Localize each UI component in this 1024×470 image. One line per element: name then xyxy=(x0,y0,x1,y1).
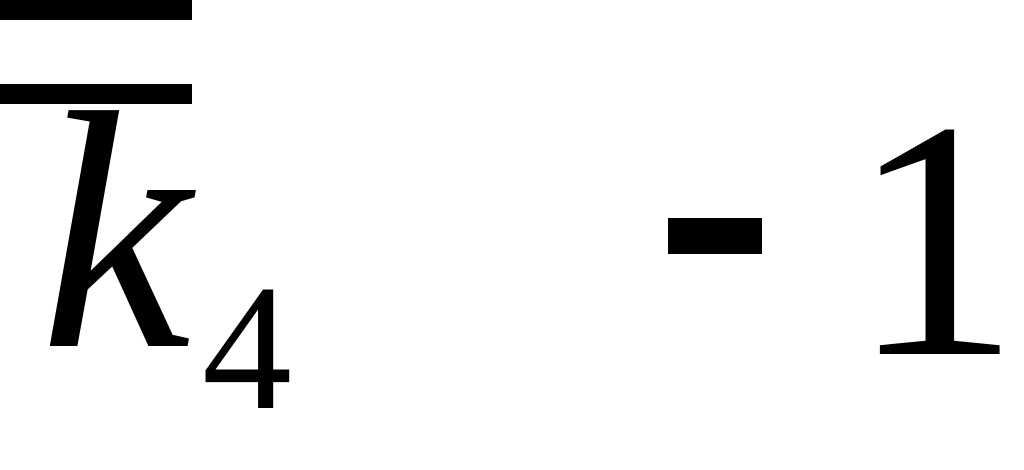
minus-sign xyxy=(668,218,762,254)
variable-k: k xyxy=(40,43,191,420)
equals-bar-bottom xyxy=(0,84,192,104)
value-one: 1 xyxy=(850,51,1020,428)
subscript-4: 4 xyxy=(202,248,292,447)
equals-sign xyxy=(0,0,192,104)
equals-bar-top xyxy=(0,0,192,20)
